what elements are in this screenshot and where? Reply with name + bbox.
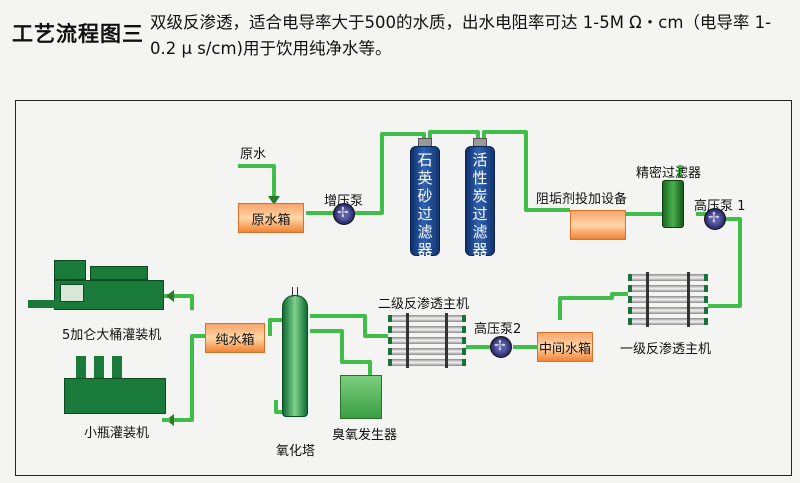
quartz-sand-filter: 石英砂过滤器 (410, 146, 440, 259)
ozone-generator (340, 375, 382, 419)
oxidation-tower (282, 295, 308, 417)
oxidation-tower-label: 氧化塔 (276, 444, 316, 459)
secondary-ro-unit (388, 311, 466, 370)
bottle-filling-label: 小瓶灌装机 (84, 426, 150, 441)
raw-water-tank: 原水箱 (238, 203, 304, 233)
precision-filter (662, 180, 684, 228)
secondary-ro-label: 二级反渗透主机 (378, 297, 470, 312)
page-description: 双级反渗透，适合电导率大于500的水质，出水电阻率可达 1-5M Ω・cm（电导… (150, 13, 772, 58)
barrel-filling-label: 5加仑大桶灌装机 (62, 328, 162, 343)
barrel-filling-machine (28, 260, 164, 320)
antiscalant-dosing-label: 阻垢剂投加设备 (536, 192, 628, 207)
quartz-sand-filter-label: 石英砂过滤器 (417, 151, 433, 259)
high-pressure-pump-2-icon (490, 336, 512, 358)
high-pressure-pump-2-label: 高压泵2 (474, 322, 522, 337)
oxidation-tower-vent (292, 287, 298, 297)
bottle-filling-machine (64, 356, 166, 416)
precision-filter-label: 精密过滤器 (636, 166, 702, 181)
intermediate-water-tank: 中间水箱 (537, 332, 593, 362)
header: 工艺流程图三 双级反渗透，适合电导率大于500的水质，出水电阻率可达 1-5M … (0, 0, 800, 80)
primary-ro-unit (628, 270, 708, 329)
activated-carbon-filter: 活性炭过滤器 (465, 146, 495, 259)
antiscalant-dosing-unit (570, 210, 626, 240)
ozone-generator-label: 臭氧发生器 (332, 428, 398, 443)
primary-ro-label: 一级反渗透主机 (620, 342, 712, 357)
high-pressure-pump-1-icon (704, 208, 726, 230)
activated-carbon-filter-label: 活性炭过滤器 (472, 151, 488, 259)
raw-water-label: 原水 (240, 147, 267, 162)
booster-pump-label: 增压泵 (324, 194, 364, 209)
pure-water-tank: 纯水箱 (205, 323, 265, 353)
page-title: 工艺流程图三 (12, 22, 144, 46)
booster-pump-icon (333, 203, 355, 225)
